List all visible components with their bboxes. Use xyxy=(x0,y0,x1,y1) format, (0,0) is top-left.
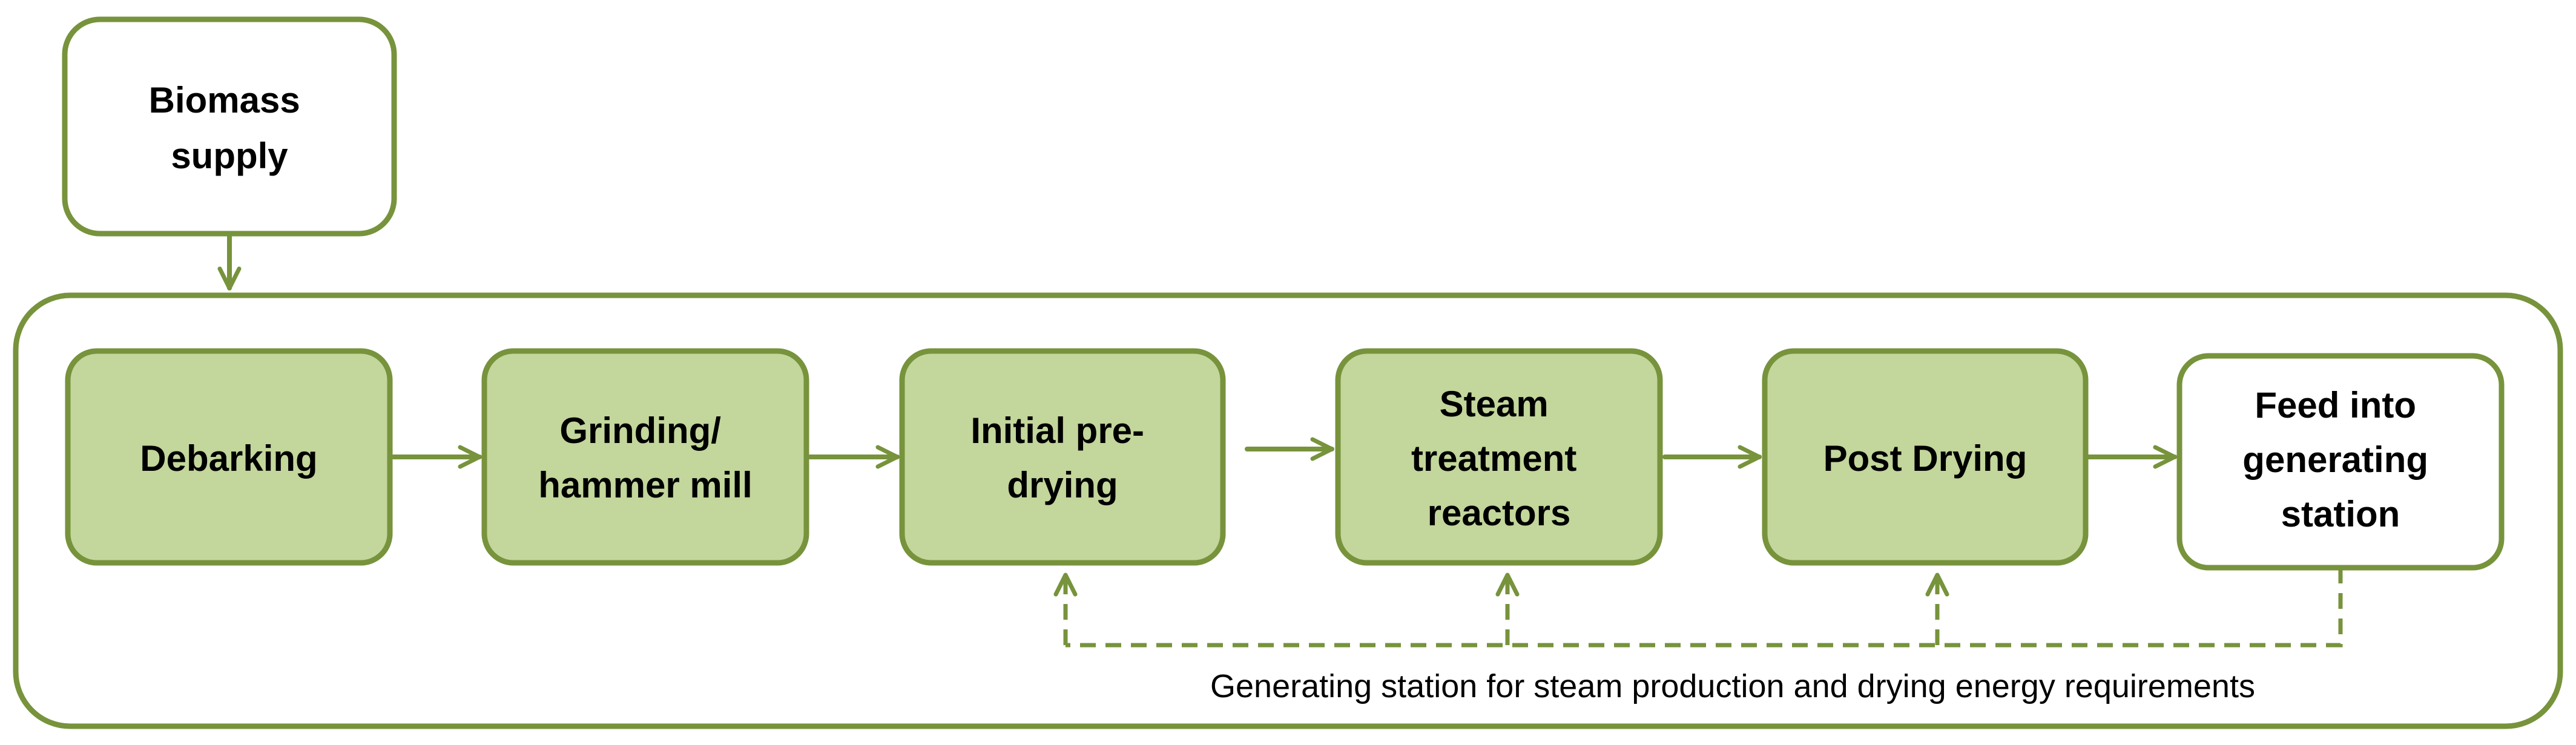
node-label-line: treatment xyxy=(1411,438,1576,479)
node-initial-pre-drying: Initial pre- drying xyxy=(899,348,1226,566)
node-label-line: Post Drying xyxy=(1823,438,2028,479)
node-initial-pre-drying-label: Initial pre- drying xyxy=(970,410,1154,505)
node-label-line: reactors xyxy=(1428,493,1571,533)
node-label-line: station xyxy=(2281,494,2400,534)
node-debarking: Debarking xyxy=(65,348,393,566)
process-container xyxy=(13,292,2563,729)
node-label-line: drying xyxy=(1007,465,1118,505)
node-label-line: Initial pre- xyxy=(970,410,1144,451)
node-grinding-label: Grinding/ hammer mill xyxy=(538,410,752,505)
node-label-line: hammer mill xyxy=(538,465,752,505)
node-label-line: Steam xyxy=(1440,384,1549,424)
node-label-line: Biomass xyxy=(149,80,300,120)
node-label-line: generating xyxy=(2242,439,2428,480)
node-post-drying-label: Post Drying xyxy=(1823,438,2028,479)
dashed-energy-bus xyxy=(1066,568,2343,648)
node-biomass-supply-label: Biomass supply xyxy=(149,80,311,176)
node-steam-treatment-label: Steam treatment reactors xyxy=(1411,384,1587,533)
node-biomass-supply: Biomass supply xyxy=(62,16,397,237)
node-label-line: Debarking xyxy=(140,438,317,479)
node-label-line: supply xyxy=(171,136,288,176)
node-label-line: Grinding/ xyxy=(559,410,721,451)
node-grinding: Grinding/ hammer mill xyxy=(481,348,809,566)
node-feed-into-station: Feed into generating station xyxy=(2176,353,2505,571)
node-feed-into-station-label: Feed into generating station xyxy=(2242,385,2438,534)
node-debarking-label: Debarking xyxy=(140,438,317,479)
energy-footnote: Generating station for steam production … xyxy=(1210,668,2255,704)
node-post-drying: Post Drying xyxy=(1762,348,2089,566)
node-label-line: Feed into xyxy=(2255,385,2416,425)
node-steam-treatment: Steam treatment reactors xyxy=(1335,348,1663,566)
